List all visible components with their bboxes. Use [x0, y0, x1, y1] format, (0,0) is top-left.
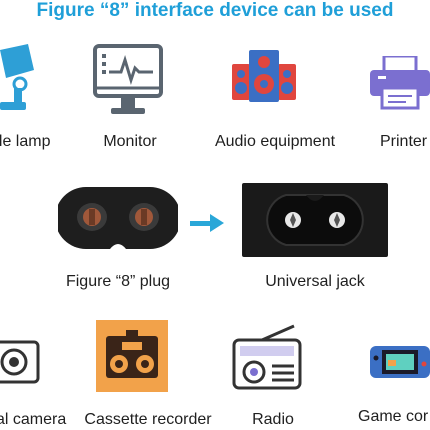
audio-equipment-icon [232, 50, 296, 102]
monitor-icon [93, 44, 163, 114]
cassette-recorder-icon [96, 320, 168, 392]
game-console-label: Game cor [358, 408, 429, 425]
digital-camera-label: al camera [0, 411, 67, 428]
cassette-recorder-label: Cassette recorder [84, 411, 212, 428]
page-title: Figure “8” interface device can be used [36, 0, 394, 21]
table-lamp-label: ble lamp [0, 133, 51, 150]
universal-jack-label: Universal jack [265, 273, 365, 290]
figure-8-plug-label: Figure “8” plug [65, 273, 171, 290]
radio-icon [232, 324, 302, 390]
table-lamp-icon [0, 44, 34, 110]
audio-equipment-label: Audio equipment [214, 133, 336, 150]
universal-jack-icon [242, 183, 388, 257]
digital-camera-icon [0, 340, 40, 384]
printer-icon [370, 56, 430, 110]
figure-8-plug-icon [58, 187, 178, 249]
arrow-right-icon [190, 214, 224, 232]
game-console-icon [370, 346, 430, 378]
monitor-label: Monitor [103, 133, 157, 150]
radio-label: Radio [252, 411, 294, 428]
printer-label: Printer [380, 133, 428, 150]
